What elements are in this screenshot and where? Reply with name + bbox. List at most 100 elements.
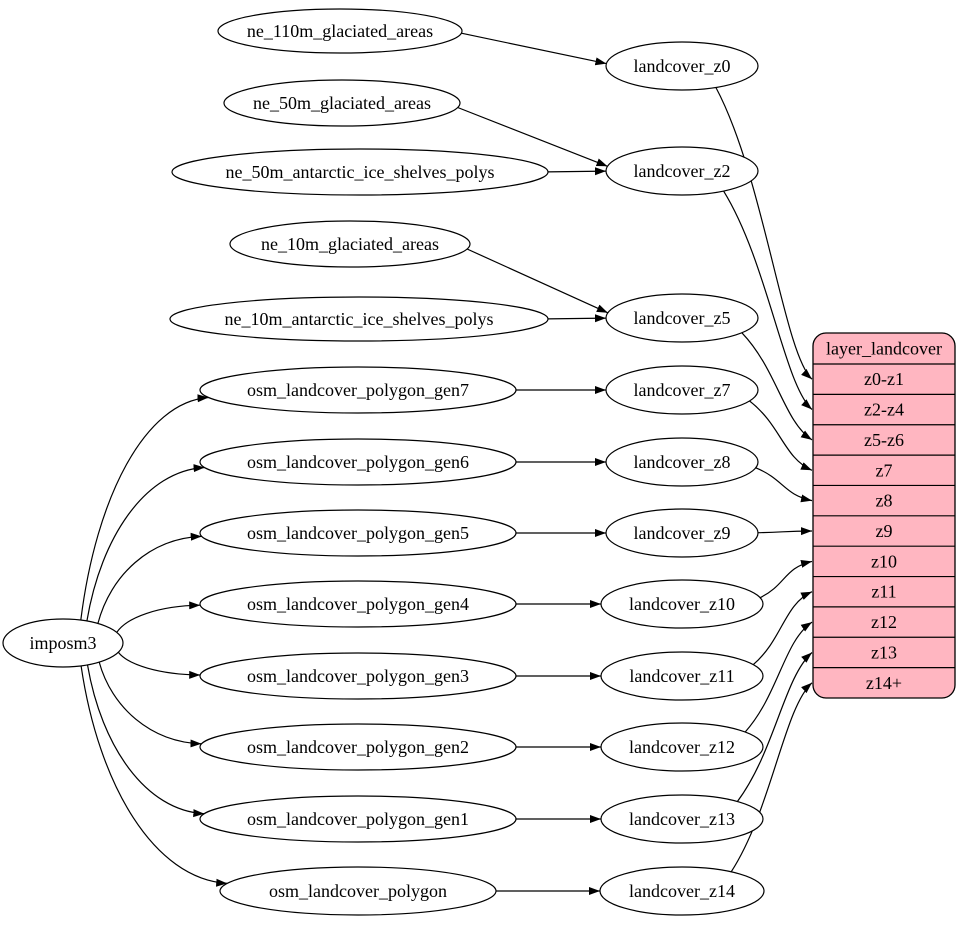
node-shape: [2, 618, 124, 668]
node-shape: [229, 220, 471, 268]
node-label: osm_landcover_polygon_gen1: [247, 809, 469, 829]
edge-imposm3-osm_landcover_polygon_gen4: [116, 601, 201, 633]
node-landcover_z14: landcover_z14: [599, 866, 765, 916]
node-osm_landcover_polygon_gen7: osm_landcover_polygon_gen7: [199, 366, 517, 414]
node-osm_landcover_polygon: osm_landcover_polygon: [219, 866, 497, 916]
node-shape: [171, 148, 549, 196]
node-shape: [600, 579, 764, 629]
table-row-z10: z10: [871, 551, 897, 571]
edge-landcover_z0-z0-z1: [715, 87, 813, 380]
table-row-z7: z7: [876, 460, 893, 480]
node-osm_landcover_polygon_gen1: osm_landcover_polygon_gen1: [199, 795, 517, 843]
node-label: landcover_z5: [634, 308, 731, 328]
node-landcover_z12: landcover_z12: [600, 722, 764, 772]
table-layer_landcover: layer_landcoverz0-z1z2-z4z5-z6z7z8z9z10z…: [812, 332, 956, 699]
node-label: osm_landcover_polygon_gen4: [247, 594, 469, 614]
node-shape: [605, 146, 759, 196]
node-label: imposm3: [29, 633, 96, 653]
node-osm_landcover_polygon_gen6: osm_landcover_polygon_gen6: [199, 438, 517, 486]
edge-landcover_z5-z5-z6: [741, 332, 813, 441]
node-label: osm_landcover_polygon_gen3: [247, 666, 469, 686]
node-label: ne_10m_glaciated_areas: [261, 234, 439, 254]
edge-landcover_z12-z12: [744, 621, 813, 733]
node-shape: [600, 722, 764, 772]
edge-imposm3-osm_landcover_polygon: [80, 665, 228, 887]
table-row-z13: z13: [871, 642, 897, 662]
edge-landcover_z9-z9: [757, 527, 813, 536]
node-landcover_z9: landcover_z9: [605, 508, 759, 558]
node-label: landcover_z14: [629, 881, 735, 901]
node-label: ne_50m_antarctic_ice_shelves_polys: [226, 162, 495, 182]
table-row-z14+: z14+: [866, 673, 902, 693]
edge-imposm3-osm_landcover_polygon_gen7: [80, 394, 209, 621]
node-shape: [199, 366, 517, 414]
node-shape: [605, 437, 759, 487]
node-ne_10m_antarctic_ice_shelves_polys: ne_10m_antarctic_ice_shelves_polys: [169, 296, 549, 342]
edge-landcover_z7-z7: [749, 400, 813, 471]
table-row-z2-z4: z2-z4: [864, 400, 904, 420]
node-landcover_z0: landcover_z0: [605, 41, 759, 91]
node-label: landcover_z11: [629, 666, 734, 686]
table-row-z12: z12: [871, 612, 897, 632]
node-shape: [199, 509, 517, 557]
node-label: ne_10m_antarctic_ice_shelves_polys: [225, 309, 494, 329]
node-ne_50m_antarctic_ice_shelves_polys: ne_50m_antarctic_ice_shelves_polys: [171, 148, 549, 196]
node-label: ne_110m_glaciated_areas: [247, 21, 433, 41]
node-shape: [199, 723, 517, 771]
edge-imposm3-osm_landcover_polygon_gen1: [86, 664, 205, 818]
node-label: osm_landcover_polygon_gen2: [247, 737, 469, 757]
edge-landcover_z11-z11: [752, 591, 813, 666]
edge-imposm3-osm_landcover_polygon_gen2: [98, 661, 202, 748]
node-shape: [199, 652, 517, 700]
edge-landcover_z10-z10: [759, 559, 813, 599]
node-shape: [199, 438, 517, 486]
node-shape: [199, 580, 517, 628]
edge-ne_10m_glaciated_areas-landcover_z5: [466, 248, 609, 314]
node-label: osm_landcover_polygon_gen7: [247, 380, 469, 400]
node-landcover_z11: landcover_z11: [600, 651, 764, 701]
node-shape: [605, 365, 759, 415]
node-label: osm_landcover_polygon_gen6: [247, 452, 469, 472]
node-shape: [223, 79, 461, 127]
edge-landcover_z13-z13: [736, 652, 813, 802]
node-shape: [199, 795, 517, 843]
node-label: landcover_z2: [634, 161, 731, 181]
node-osm_landcover_polygon_gen2: osm_landcover_polygon_gen2: [199, 723, 517, 771]
node-ne_10m_glaciated_areas: ne_10m_glaciated_areas: [229, 220, 471, 268]
edge-imposm3-osm_landcover_polygon_gen6: [86, 464, 205, 622]
node-label: landcover_z7: [634, 380, 731, 400]
edge-ne_50m_antarctic_ice_shelves_polys-landcover_z2: [547, 167, 607, 176]
edge-ne_10m_antarctic_ice_shelves_polys-landcover_z5: [547, 314, 607, 323]
edge-landcover_z14-z14+: [730, 682, 813, 873]
table-row-z9: z9: [876, 521, 893, 541]
table-title: layer_landcover: [826, 339, 942, 359]
edge-ne_110m_glaciated_areas-landcover_z0: [461, 32, 607, 66]
node-shape: [605, 508, 759, 558]
node-shape: [605, 293, 759, 343]
edge-ne_50m_glaciated_areas-landcover_z2: [457, 106, 608, 167]
node-osm_landcover_polygon_gen4: osm_landcover_polygon_gen4: [199, 580, 517, 628]
table-row-z11: z11: [871, 582, 896, 602]
table-row-z5-z6: z5-z6: [864, 430, 904, 450]
node-osm_landcover_polygon_gen5: osm_landcover_polygon_gen5: [199, 509, 517, 557]
node-landcover_z8: landcover_z8: [605, 437, 759, 487]
table-row-z8: z8: [876, 491, 893, 511]
node-landcover_z2: landcover_z2: [605, 146, 759, 196]
node-label: landcover_z9: [634, 523, 731, 543]
node-landcover_z7: landcover_z7: [605, 365, 759, 415]
node-shape: [169, 296, 549, 342]
node-ne_50m_glaciated_areas: ne_50m_glaciated_areas: [223, 79, 461, 127]
node-shape: [605, 41, 759, 91]
node-landcover_z5: landcover_z5: [605, 293, 759, 343]
edges: [80, 32, 813, 895]
node-label: landcover_z8: [634, 452, 731, 472]
node-label: ne_50m_glaciated_areas: [253, 93, 431, 113]
node-osm_landcover_polygon_gen3: osm_landcover_polygon_gen3: [199, 652, 517, 700]
node-shape: [599, 866, 765, 916]
edge-landcover_z8-z8: [755, 467, 813, 503]
edge-imposm3-osm_landcover_polygon_gen3: [117, 651, 201, 679]
node-imposm3: imposm3: [2, 618, 124, 668]
node-label: landcover_z12: [629, 737, 735, 757]
